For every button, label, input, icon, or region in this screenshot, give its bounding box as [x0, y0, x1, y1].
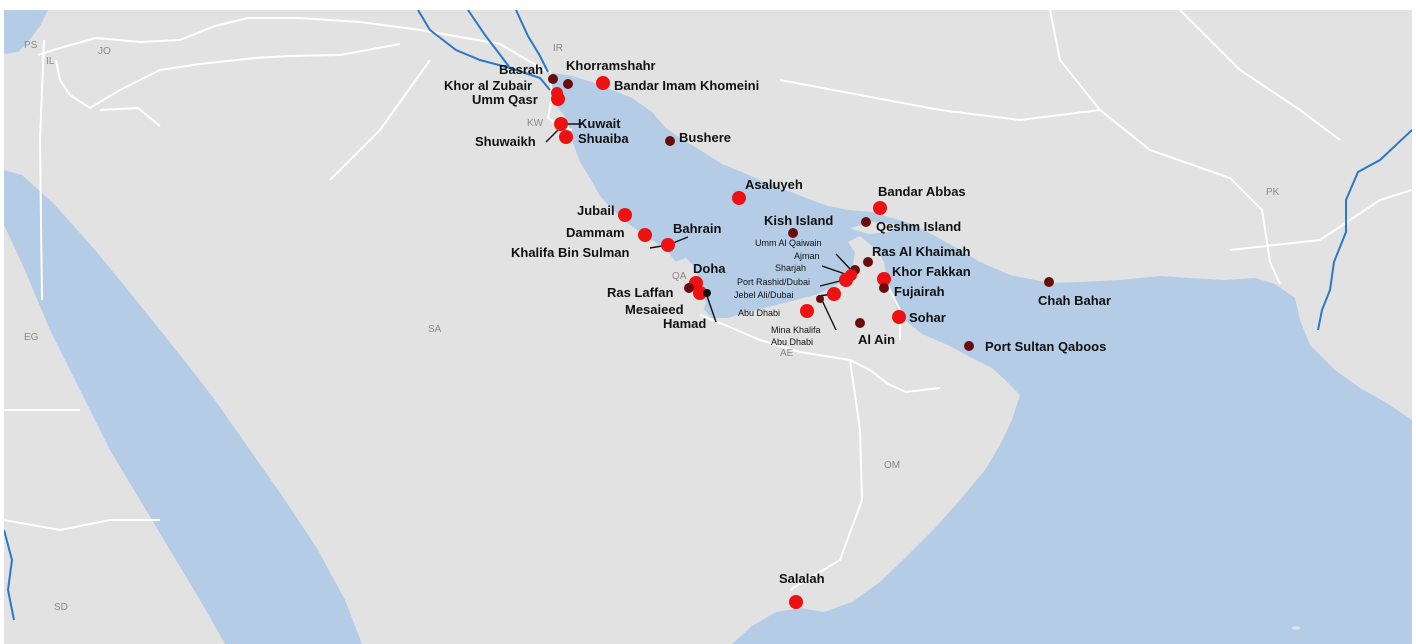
label-jubail: Jubail [577, 203, 615, 218]
port-marker-jubail[interactable] [618, 208, 632, 222]
port-marker-qeshm-island[interactable] [861, 217, 871, 227]
port-marker-khorramshahr[interactable] [563, 79, 573, 89]
port-marker-abu-dhabi[interactable] [800, 304, 814, 318]
label-hamad: Hamad [663, 316, 706, 331]
label-shuaiba: Shuaiba [578, 131, 629, 146]
label-mesaieed: Mesaieed [625, 302, 684, 317]
port-marker-salalah[interactable] [789, 595, 803, 609]
label-sohar: Sohar [909, 310, 946, 325]
country-code-om: OM [884, 460, 900, 471]
label-abu-dhabi: Abu Dhabi [738, 308, 780, 318]
country-code-sd: SD [54, 602, 68, 613]
port-marker-bushere[interactable] [665, 136, 675, 146]
label-port-sultan-qaboos: Port Sultan Qaboos [985, 339, 1106, 354]
label-bahrain: Bahrain [673, 221, 721, 236]
label-fujairah: Fujairah [894, 284, 945, 299]
port-marker-sohar[interactable] [892, 310, 906, 324]
port-marker-port-sultan-qaboos[interactable] [964, 341, 974, 351]
red-sea [4, 170, 362, 644]
port-marker-dammam[interactable] [638, 228, 652, 242]
port-marker-kuwait[interactable] [554, 117, 568, 131]
country-code-kw: KW [527, 118, 544, 129]
label-khalifa-bin-sulman: Khalifa Bin Sulman [511, 245, 630, 260]
country-code-qa: QA [672, 271, 687, 282]
port-marker-hamad[interactable] [703, 289, 711, 297]
port-marker-sharjah[interactable] [839, 273, 853, 287]
label-asaluyeh: Asaluyeh [745, 177, 803, 192]
country-code-pk: PK [1266, 187, 1280, 198]
country-code-ae: AE [780, 348, 794, 359]
label-port-rashid-dubai: Port Rashid/Dubai [737, 277, 810, 287]
country-code-eg: EG [24, 332, 39, 343]
port-marker-bandar-imam-khomeini[interactable] [596, 76, 610, 90]
label-kish-island: Kish Island [764, 213, 833, 228]
country-code-il: IL [46, 56, 55, 67]
port-marker-shuaiba[interactable] [559, 130, 573, 144]
label-ras-laffan: Ras Laffan [607, 285, 674, 300]
port-marker-bahrain[interactable] [661, 238, 675, 252]
country-code-ir: IR [553, 43, 563, 54]
label-kuwait: Kuwait [578, 116, 621, 131]
port-marker-al-ain[interactable] [855, 318, 865, 328]
port-markers [548, 74, 1054, 609]
port-marker-asaluyeh[interactable] [732, 191, 746, 205]
port-marker-mesaieed[interactable] [693, 286, 707, 300]
port-marker-chah-bahar[interactable] [1044, 277, 1054, 287]
port-marker-basrah[interactable] [548, 74, 558, 84]
label-shuwaikh: Shuwaikh [475, 134, 536, 149]
port-marker-kish-island[interactable] [788, 228, 798, 238]
country-code-jo: JO [98, 46, 111, 57]
map-frame: PS IL JO IR KW QA SA AE OM PK EG SD [4, 10, 1412, 644]
label-doha: Doha [693, 261, 726, 276]
qeshm-island-shape [850, 222, 896, 234]
port-marker-ras-al-khaimah[interactable] [863, 257, 873, 267]
label-ajman: Ajman [794, 251, 820, 261]
rivers [4, 10, 1412, 621]
small-island [1292, 626, 1300, 630]
label-umm-qasr: Umm Qasr [472, 92, 538, 107]
label-salalah: Salalah [779, 571, 825, 586]
port-marker-fujairah[interactable] [879, 283, 889, 293]
port-marker-jebel-ali[interactable] [827, 287, 841, 301]
label-mina-khalifa-2: Abu Dhabi [771, 337, 813, 347]
map-canvas: PS IL JO IR KW QA SA AE OM PK EG SD [4, 10, 1412, 644]
label-chah-bahar: Chah Bahar [1038, 293, 1111, 308]
label-jebel-ali-dubai: Jebel Ali/Dubai [734, 290, 794, 300]
country-code-sa: SA [428, 324, 442, 335]
label-bandar-imam-khomeini: Bandar Imam Khomeini [614, 78, 759, 93]
persian-gulf-and-arabian-sea [548, 72, 1412, 644]
label-al-ain: Al Ain [858, 332, 895, 347]
label-khor-fakkan: Khor Fakkan [892, 264, 971, 279]
musandam-peninsula [856, 244, 882, 270]
label-sharjah: Sharjah [775, 263, 806, 273]
port-marker-umm-qasr[interactable] [551, 92, 565, 106]
label-mina-khalifa-1: Mina Khalifa [771, 325, 821, 335]
label-bandar-abbas: Bandar Abbas [878, 184, 966, 199]
label-basrah: Basrah [499, 62, 543, 77]
country-code-ps: PS [24, 40, 38, 51]
country-code-labels: PS IL JO IR KW QA SA AE OM PK EG SD [24, 40, 1280, 613]
label-dammam: Dammam [566, 225, 625, 240]
port-labels: Basrah Khorramshahr Bandar Imam Khomeini… [444, 58, 1111, 586]
label-qeshm-island: Qeshm Island [876, 219, 961, 234]
label-khorramshahr: Khorramshahr [566, 58, 656, 73]
port-marker-khor-fakkan[interactable] [877, 272, 891, 286]
port-marker-bandar-abbas[interactable] [873, 201, 887, 215]
label-bushere: Bushere [679, 130, 731, 145]
label-umm-al-qaiwain: Umm Al Qaiwain [755, 238, 822, 248]
mediterranean-sea [4, 10, 48, 54]
port-marker-ras-laffan[interactable] [684, 283, 694, 293]
label-khor-al-zubair: Khor al Zubair [444, 78, 532, 93]
port-marker-mina-khalifa[interactable] [816, 295, 824, 303]
label-ras-al-khaimah: Ras Al Khaimah [872, 244, 971, 259]
